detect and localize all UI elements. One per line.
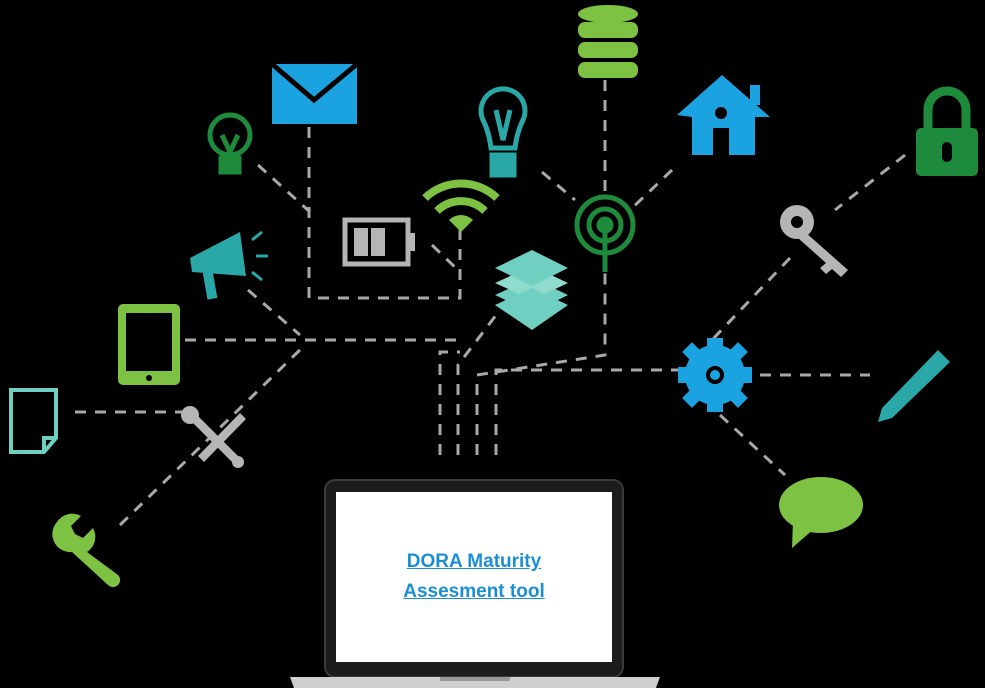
speech-bubble-icon: [779, 477, 863, 548]
wrench-icon: [52, 513, 121, 588]
mail-icon: [270, 62, 359, 124]
home-icon: [677, 75, 770, 155]
dora-maturity-link-line1[interactable]: DORA Maturity: [406, 551, 542, 572]
antenna-icon: [574, 194, 636, 272]
dora-maturity-link-line2[interactable]: Assesment tool: [403, 581, 545, 602]
laptop-icon: [290, 479, 660, 688]
laptop-screen: DORA Maturity Assesment tool: [336, 492, 612, 662]
wifi-icon: [422, 179, 500, 232]
pencil-icon: [878, 350, 950, 422]
document-icon: [9, 388, 58, 454]
gear-icon: [678, 338, 752, 412]
lock-icon: [916, 86, 978, 176]
tools-icon: [181, 406, 246, 468]
lightbulb-outline-icon: [478, 86, 528, 178]
tablet-icon: [118, 304, 180, 385]
lightbulb-icon: [207, 112, 253, 175]
key-icon: [780, 205, 848, 277]
layers-icon: [495, 250, 568, 330]
battery-icon: [342, 217, 415, 267]
megaphone-icon: [190, 230, 268, 300]
database-icon: [578, 5, 638, 78]
